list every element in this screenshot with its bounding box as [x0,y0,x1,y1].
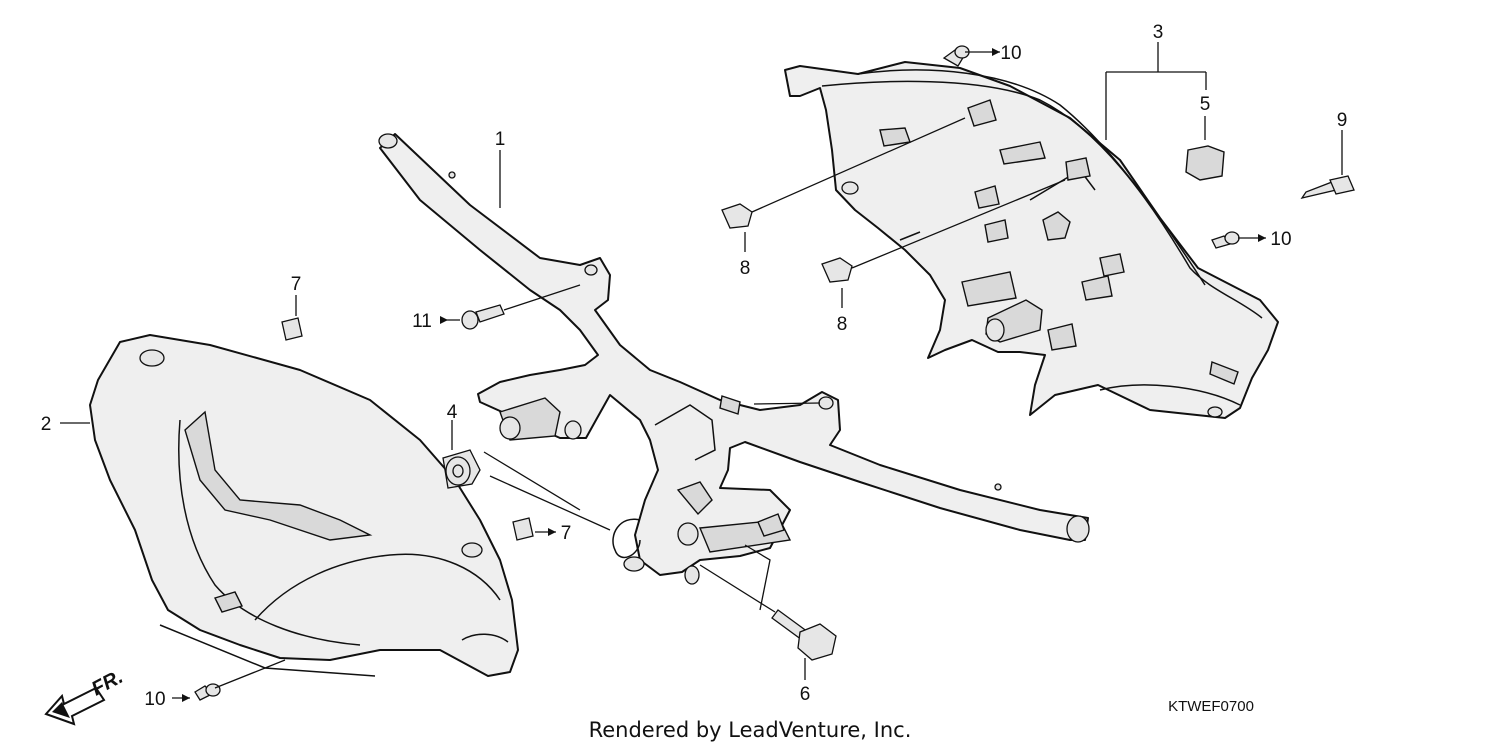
front-direction-arrow: FR. [44,666,127,726]
callout-11: 11 [412,311,432,332]
render-credit: Rendered by LeadVenture, Inc. [589,718,912,742]
part-9-screw [1300,175,1355,200]
callout-7-lower: 7 [561,523,572,544]
part-11-screw [461,304,505,330]
arrowheads [182,48,1266,702]
callout-5: 5 [1200,94,1211,115]
callout-7-upper: 7 [291,274,302,295]
leader-lines [60,42,1343,699]
part-2-front-handle-cover [89,334,519,677]
part-7-clip-nut-lower [512,517,534,541]
part-5-cap [1185,145,1225,181]
diagram-code: KTWEF0700 [1168,698,1254,715]
callout-labels: 1 2 3 4 5 6 7 7 8 8 9 10 10 10 11 [41,22,1348,710]
callout-2: 2 [41,414,52,435]
part-10-screw-right [1211,231,1240,249]
callout-6: 6 [800,684,811,705]
part-7-clip-nut-upper [281,317,303,341]
callout-4: 4 [447,402,458,423]
part-3-rear-handle-cover [784,61,1279,419]
callout-8-upper: 8 [740,258,751,279]
callout-3: 3 [1153,22,1164,43]
callout-10-right: 10 [1270,229,1291,250]
part-6-flange-bolt [771,609,837,661]
callout-10-top: 10 [1000,43,1021,64]
part-10-screw-top [942,45,970,67]
callout-8-lower: 8 [837,314,848,335]
part-4-grommet [442,449,481,489]
callout-1: 1 [495,129,506,150]
part-8-clip-lower [821,257,853,283]
part-1-handlebar [378,133,1090,585]
part-10-screw-bottom [194,683,221,701]
callout-9: 9 [1337,110,1348,131]
callout-10-bottom: 10 [144,689,165,710]
part-8-clip-upper [721,203,753,229]
